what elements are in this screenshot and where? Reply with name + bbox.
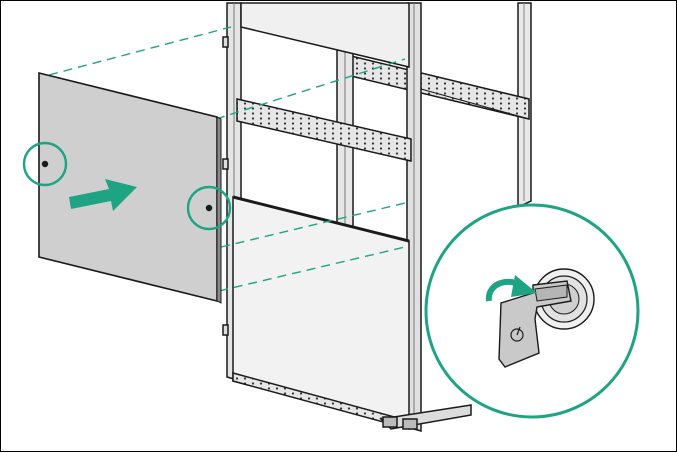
panel-lock-hole-left <box>41 160 49 168</box>
rack-cabinet <box>222 2 532 432</box>
panel-lock-hole-right <box>205 204 213 212</box>
lock-callout-right <box>186 185 232 231</box>
key-lock-callout <box>424 203 640 419</box>
key <box>498 280 572 368</box>
caster <box>382 416 398 428</box>
rear-rail-top <box>350 55 530 120</box>
installed-lower-panel <box>232 196 410 428</box>
middle-rail <box>236 98 412 162</box>
alignment-guides <box>48 26 406 292</box>
caster <box>402 418 418 430</box>
installed-upper-panel <box>240 2 410 68</box>
lock-callout-left <box>22 141 68 187</box>
install-direction-arrow <box>69 179 137 211</box>
